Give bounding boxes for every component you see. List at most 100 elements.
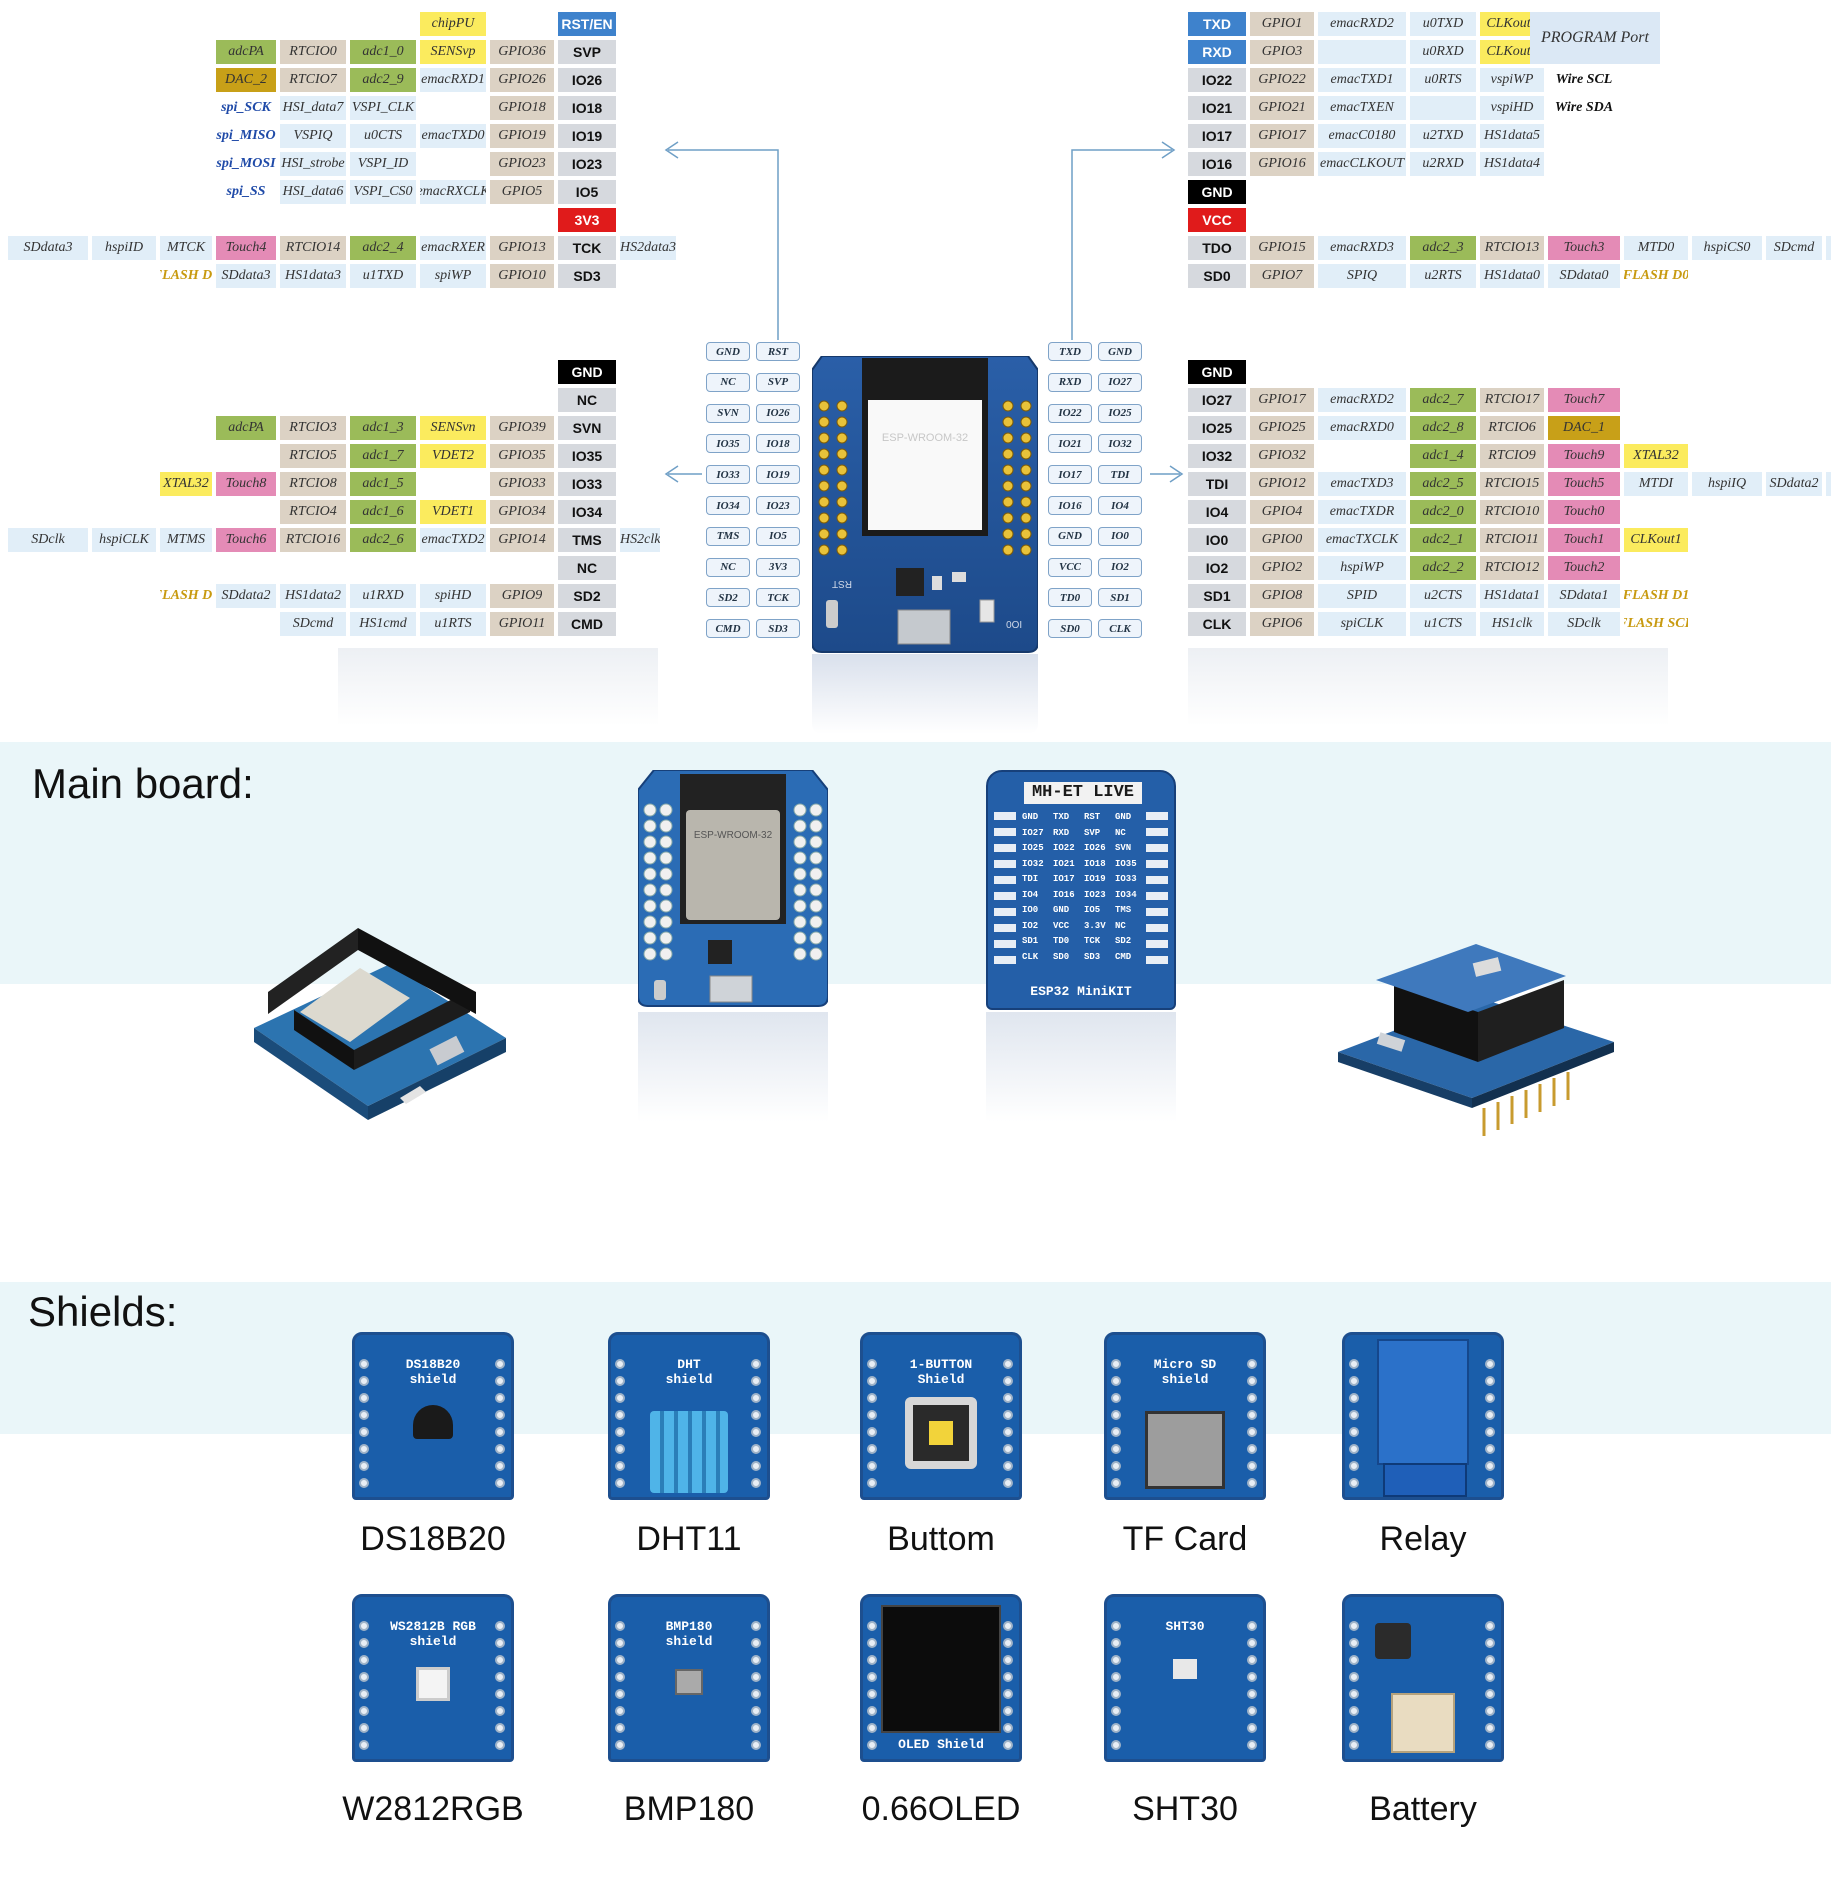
- top-left-table-cell: GPIO5: [490, 180, 554, 204]
- bottom-left-table-cell: GPIO11: [490, 612, 554, 636]
- board-pin-label: IO33: [706, 465, 750, 485]
- top-right-table-cell: GPIO17: [1250, 124, 1314, 148]
- top-left-table-cell: GPIO19: [490, 124, 554, 148]
- top-left-table-cell: GPIO36: [490, 40, 554, 64]
- top-right-table-cell: [1318, 40, 1406, 64]
- top-right-table-cell: SDcmd: [1766, 236, 1822, 260]
- top-left-table-cell: hspiID: [92, 236, 156, 260]
- bottom-right-table-cell: emacRXD2: [1318, 388, 1406, 412]
- top-left-table-cell: MTCK: [160, 236, 212, 260]
- shield-pins-left: [615, 1359, 627, 1488]
- top-right-table-cell: emacRXD3: [1318, 236, 1406, 260]
- bottom-right-table-cell: adc2_8: [1410, 416, 1476, 440]
- board-pin-label: SVP: [756, 372, 800, 392]
- top-right-table-cell: emacRXD2: [1318, 12, 1406, 36]
- top-left-table-cell: spi_MISO: [216, 128, 276, 143]
- module-silkscreen: ESP-WROOM-32: [881, 432, 969, 444]
- board-pin-label: IO32: [1098, 434, 1142, 454]
- top-right-table-cell: HS1data5: [1480, 124, 1544, 148]
- back-pin-text: RXD: [1053, 827, 1070, 838]
- bottom-right-table-cell: GPIO4: [1250, 500, 1314, 524]
- top-right-table-cell: SDdata0: [1548, 264, 1620, 288]
- top-left-table-cell: emacRXER: [420, 236, 486, 260]
- bottom-left-table-cell: IO35: [558, 444, 616, 468]
- board-pin-label: NC: [706, 557, 750, 577]
- top-right-table-cell: GPIO16: [1250, 152, 1314, 176]
- bottom-right-table-cell: GPIO17: [1250, 388, 1314, 412]
- top-left-table-cell: spi_MOSI: [216, 156, 276, 171]
- back-pin-text: IO27: [1022, 827, 1044, 838]
- main-board-band: [0, 742, 1831, 984]
- top-right-table-cell: u2RTS: [1410, 264, 1476, 288]
- top-left-table-cell: GPIO13: [490, 236, 554, 260]
- back-pin-text: SD1: [1022, 936, 1039, 946]
- top-left-table-cell: DAC_2: [216, 68, 276, 92]
- dht-grid-component: [650, 1411, 728, 1493]
- shield-silkscreen-label: 1-BUTTON Shield: [909, 1357, 973, 1387]
- back-pin-text: IO32: [1022, 858, 1044, 869]
- bottom-right-table-cell: SDdata2: [1766, 472, 1822, 496]
- back-pin-text: 3.3V: [1084, 920, 1106, 931]
- bottom-left-table-cell: hspiCLK: [92, 528, 156, 552]
- top-right-table-cell: GPIO1: [1250, 12, 1314, 36]
- shields-title: Shields:: [28, 1288, 178, 1335]
- top-right-table-cell: adc2_3: [1410, 236, 1476, 260]
- shield-pins-left: [1111, 1359, 1123, 1488]
- shield-pins-right: [1247, 1359, 1259, 1488]
- shield-silkscreen-label: DHT shield: [665, 1357, 713, 1387]
- top-left-table-cell: HSI_data6: [280, 180, 346, 204]
- shield-bmp180: BMP180 shield: [608, 1594, 770, 1762]
- top-right-table-cell: hspiCS0: [1692, 236, 1762, 260]
- top-right-table-cell: vspiHD: [1480, 96, 1544, 120]
- board-pin-label: 3V3: [756, 557, 800, 577]
- board-pin-label: IO35: [706, 434, 750, 454]
- bottom-right-table-cell: CLKout1: [1624, 528, 1688, 552]
- bottom-left-table-cell: adc1_3: [350, 416, 416, 440]
- bottom-right-table-cell: hspiWP: [1318, 556, 1406, 580]
- top-right-table-cell: TDO: [1188, 236, 1246, 260]
- bottom-left-table-cell: HS1data2: [280, 584, 346, 608]
- back-pin-text: SVP: [1084, 827, 1101, 838]
- bottom-right-table-cell: emacRXD0: [1318, 416, 1406, 440]
- bottom-left-table-cell: RTCIO5: [280, 444, 346, 468]
- board-pin-label: SD2: [706, 588, 750, 608]
- back-pin-text: IO34: [1115, 889, 1137, 900]
- top-left-table-cell: VSPI_ID: [350, 152, 416, 176]
- board-pin-label: TDI: [1098, 465, 1142, 485]
- battery-component: [1391, 1693, 1455, 1753]
- top-left-table-cell: GPIO10: [490, 264, 554, 288]
- board-stacked-photo: [1338, 944, 1614, 1136]
- top-right-table-cell: RTCIO13: [1480, 236, 1544, 260]
- top-left-table-cell: SDdata3: [216, 264, 276, 288]
- top-left-table-cell: HS1data3: [280, 264, 346, 288]
- bottom-right-table-cell: RTCIO10: [1480, 500, 1544, 524]
- top-right-table-cell: RXD: [1188, 40, 1246, 64]
- bottom-right-table-cell: IO32: [1188, 444, 1246, 468]
- back-footer-label: ESP32 MiniKIT: [1030, 984, 1132, 999]
- bottom-left-table-cell: GPIO14: [490, 528, 554, 552]
- battery-charger-coil: [1375, 1623, 1411, 1659]
- shield-caption: Buttom: [887, 1520, 995, 1558]
- top-right-table-cell: IO21: [1188, 96, 1246, 120]
- back-pin-dots-right: [1146, 808, 1168, 968]
- board-pin-label: IO25: [1098, 403, 1142, 423]
- table-reflection-right: [1188, 648, 1668, 726]
- bottom-left-table-cell: adc1_6: [350, 500, 416, 524]
- top-left-table-cell: HSI_strobe: [280, 152, 346, 176]
- bottom-right-table-cell: adc2_7: [1410, 388, 1476, 412]
- bottom-right-table-cell: IO4: [1188, 500, 1246, 524]
- button-component: [905, 1397, 977, 1469]
- top-right-table-cell: GPIO3: [1250, 40, 1314, 64]
- bottom-right-table-cell: GPIO0: [1250, 528, 1314, 552]
- top-right-table-cell: Touch3: [1548, 236, 1620, 260]
- bottom-left-table-cell: FLASH D2: [160, 588, 212, 603]
- top-left-table-cell: u0CTS: [350, 124, 416, 148]
- top-right-table-cell: emacCLKOUT: [1318, 152, 1406, 176]
- bottom-right-table-cell: spiCLK: [1318, 612, 1406, 636]
- top-left-table-cell: VSPIQ: [280, 124, 346, 148]
- bottom-right-table-cell: GPIO12: [1250, 472, 1314, 496]
- bottom-right-table-cell: adc2_5: [1410, 472, 1476, 496]
- back-brand-label: MH-ET LIVE: [1024, 782, 1142, 804]
- top-right-table-cell: IO22: [1188, 68, 1246, 92]
